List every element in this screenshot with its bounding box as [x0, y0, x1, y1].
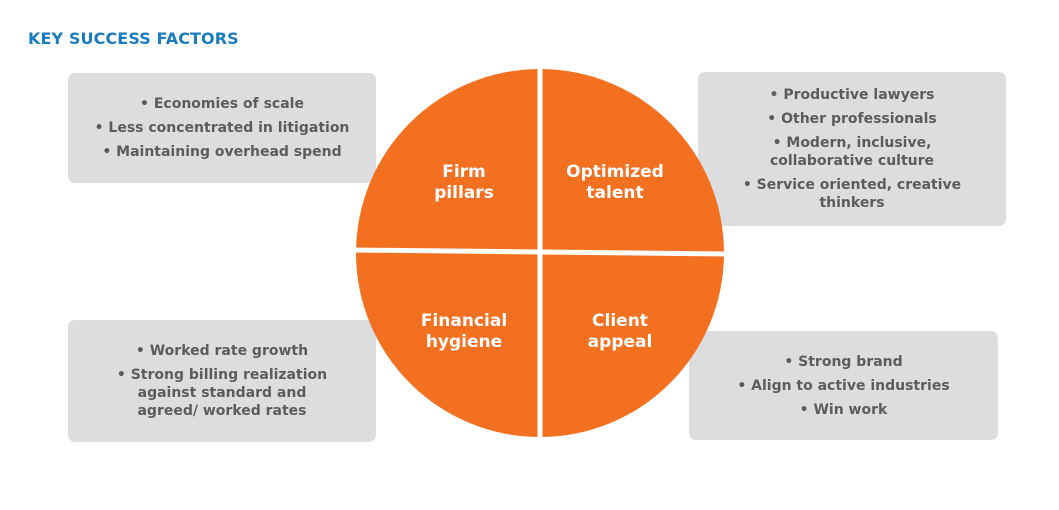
- quadrant-label: pillars: [434, 183, 494, 203]
- bullet-item: • Modern, inclusive, collaborative cultu…: [769, 135, 935, 169]
- financial-hygiene-box: • Worked rate growth • Strong billing re…: [68, 320, 376, 442]
- bullet-item: • Maintaining overhead spend: [102, 144, 342, 160]
- quadrant-optimized-talent: Optimized talent: [540, 162, 690, 204]
- quadrant-label: appeal: [587, 332, 653, 352]
- quadrant-financial-hygiene: Financial hygiene: [389, 311, 539, 353]
- bullet-item: • Service oriented, creative thinkers: [742, 177, 962, 211]
- bullet-item: • Productive lawyers: [769, 87, 935, 103]
- quadrant-label: Firm: [442, 162, 486, 182]
- bullet-item: • Strong brand: [784, 353, 903, 370]
- firm-pillars-box: • Economies of scale • Less concentrated…: [68, 73, 376, 183]
- bullet-item: • Other professionals: [767, 111, 937, 127]
- page-title: KEY SUCCESS FACTORS: [28, 29, 239, 48]
- quadrant-circle: [352, 66, 728, 446]
- quadrant-label: talent: [586, 183, 644, 203]
- quadrant-label: hygiene: [425, 332, 503, 352]
- quadrant-firm-pillars: Firm pillars: [389, 162, 539, 204]
- bullet-item: • Economies of scale: [140, 96, 304, 112]
- quadrant-client-appeal: Client appeal: [545, 311, 695, 353]
- quadrant-label: Financial: [420, 311, 508, 331]
- quadrant-label: Optimized: [566, 162, 664, 182]
- optimized-talent-box: • Productive lawyers • Other professiona…: [698, 72, 1006, 226]
- horizontal-divider: [352, 247, 728, 257]
- bullet-item: • Less concentrated in litigation: [94, 120, 350, 136]
- bullet-item: • Strong billing realization against sta…: [116, 367, 328, 419]
- client-appeal-box: • Strong brand • Align to active industr…: [689, 331, 998, 440]
- bullet-item: • Align to active industries: [737, 377, 950, 394]
- quadrant-label: Client: [592, 311, 648, 331]
- bullet-item: • Worked rate growth: [135, 343, 309, 359]
- bullet-item: • Win work: [799, 401, 888, 418]
